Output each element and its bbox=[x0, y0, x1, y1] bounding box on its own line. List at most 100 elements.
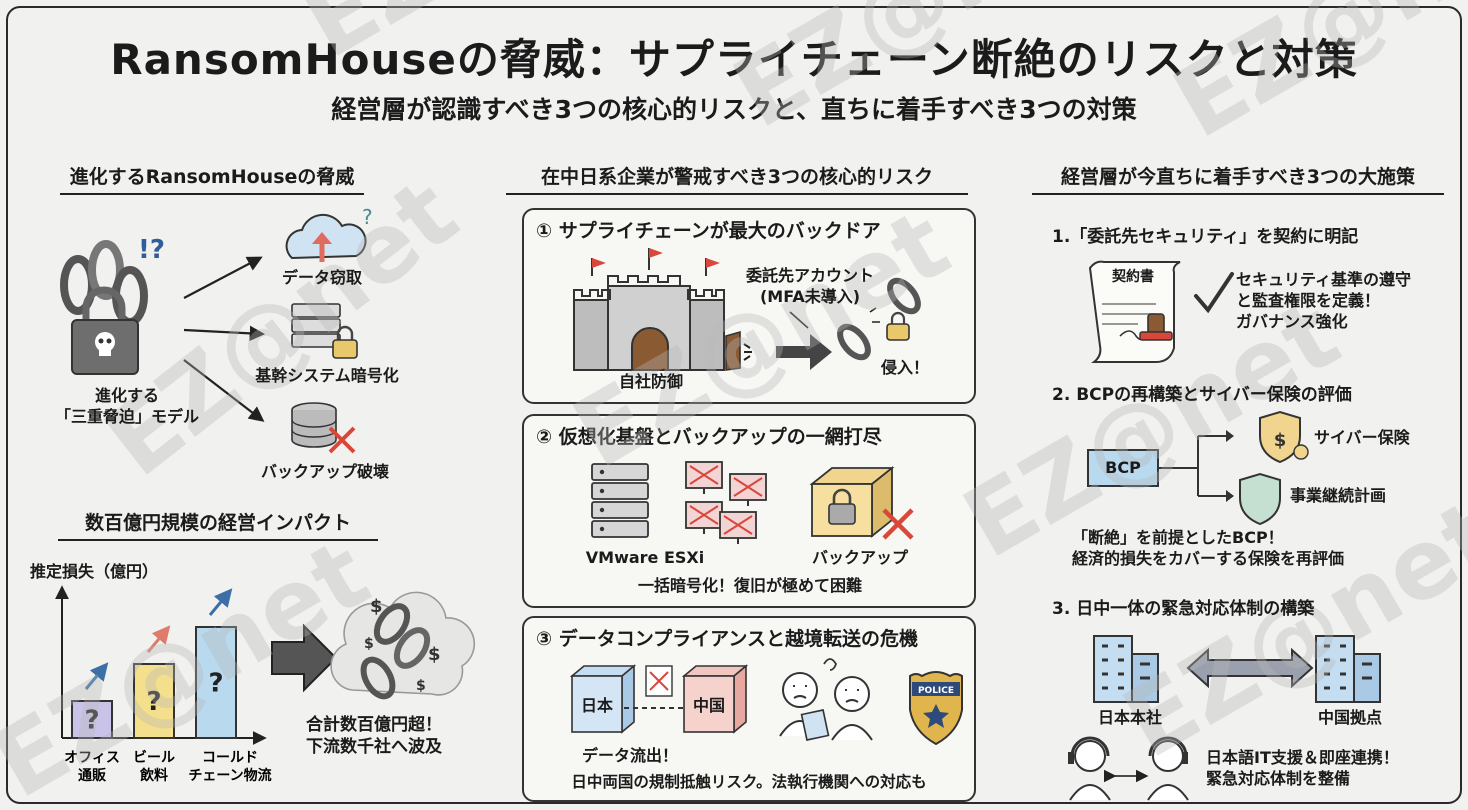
chart-category-label: 飲料 bbox=[139, 767, 168, 784]
measure-1-text: セキュリティ基準の遵守 と監査権限を定義！ ガバナンス強化 bbox=[1236, 270, 1412, 331]
money-cloud-icon: $ $ $ $ bbox=[330, 591, 476, 700]
impact-section-header: 数百億円規模の経営インパクト bbox=[58, 508, 378, 541]
svg-text:?: ? bbox=[362, 205, 373, 229]
arrow-to-backup bbox=[183, 359, 265, 422]
broken-chain-lock-icon bbox=[837, 277, 921, 361]
vmware-esxi-label: VMware ESXi bbox=[585, 548, 705, 567]
contract-label: 契約書 bbox=[1112, 269, 1154, 285]
bidirectional-arrow-icon bbox=[1186, 647, 1314, 689]
door-crack-lines bbox=[743, 343, 752, 361]
server-rack-icon bbox=[591, 463, 649, 538]
leaked-document-icon bbox=[645, 665, 673, 697]
risk-1-title: ① サプライチェーンが最大のバックドア bbox=[536, 220, 881, 242]
svg-text:EZ@net: EZ@net bbox=[1156, 0, 1468, 160]
data-leak-label: データ流出！ bbox=[581, 746, 678, 765]
risk-2-title: ② 仮想化基盤とバックアップの一網打尽 bbox=[536, 426, 882, 448]
chart-category-label: コールド bbox=[202, 750, 258, 766]
page-title: RansomHouseの脅威：サプライチェーン断絶のリスクと対策 bbox=[110, 35, 1358, 84]
impact-total-label: 合計数百億円超！ 下流数千社へ波及 bbox=[306, 715, 442, 758]
risk-3-title: ③ データコンプライアンスと越境転送の危機 bbox=[536, 628, 918, 650]
japan-label: 日本 bbox=[580, 696, 613, 715]
police-badge-icon: POLICE bbox=[909, 671, 963, 746]
regulation-risk-caption: 日中両国の規制抵触リスク。法執行機関への対応も bbox=[571, 773, 927, 791]
chart-category-label: 通販 bbox=[78, 767, 107, 784]
worried-people-icon bbox=[779, 658, 873, 741]
contract-document-icon bbox=[1088, 260, 1181, 363]
insurance-shield-icon: $ bbox=[1259, 410, 1309, 464]
arrow-to-theft bbox=[183, 256, 263, 299]
intrusion-label: 侵入！ bbox=[880, 358, 929, 377]
svg-text:$: $ bbox=[428, 644, 441, 665]
question-mark-icon: !? bbox=[138, 235, 165, 265]
risk-section-header: 在中日系企業が警戒すべき3つの核心的リスク bbox=[506, 162, 968, 195]
china-cube-icon bbox=[681, 664, 749, 734]
chart-category-label: ビール bbox=[133, 750, 175, 766]
police-badge-text: POLICE bbox=[918, 686, 954, 696]
chart-category-label: チェーン物流 bbox=[188, 767, 271, 784]
measure-2-text: 「断絶」を前提としたBCP！ 経済的損失をカバーする保険を再評価 bbox=[1072, 528, 1345, 568]
china-building-icon bbox=[1315, 635, 1381, 703]
cloud-upload-icon: ? bbox=[285, 205, 373, 262]
account-pointer-line bbox=[789, 311, 809, 329]
locked-box-icon bbox=[809, 466, 914, 540]
backup-destruction-label: バックアップ破壊 bbox=[260, 462, 389, 481]
hq-building-icon bbox=[1093, 635, 1159, 703]
svg-text:EZ@net: EZ@net bbox=[286, 0, 698, 80]
chart-bar-label: ? bbox=[84, 706, 99, 736]
bulk-encryption-caption: 一括暗号化！復旧が極めて困難 bbox=[637, 576, 862, 595]
hq-label: 日本本社 bbox=[1097, 708, 1162, 727]
measures-section-header: 経営層が今直ちに着手すべき3つの大施策 bbox=[1032, 162, 1444, 195]
castle-icon bbox=[573, 248, 741, 371]
business-continuity-label: 事業継続計画 bbox=[1290, 486, 1387, 505]
svg-text:$: $ bbox=[416, 678, 426, 694]
big-arrow-icon bbox=[271, 623, 338, 693]
svg-text:EZ@net: EZ@net bbox=[716, 0, 1128, 150]
poster-frame bbox=[6, 6, 1462, 804]
continuity-shield-icon bbox=[1239, 472, 1281, 526]
chart-bar bbox=[71, 700, 113, 739]
bcp-branch-lines bbox=[1158, 435, 1232, 497]
measure-1-title: 1.「委託先セキュリティ」を契約に明記 bbox=[1052, 227, 1359, 247]
measure-3-text: 日本語IT支援＆即座連携！ 緊急対応体制を整備 bbox=[1206, 748, 1399, 788]
check-mark-icon bbox=[1194, 272, 1234, 314]
support-agents-icon bbox=[1068, 736, 1189, 801]
svg-text:$: $ bbox=[370, 596, 383, 617]
page-subtitle: 経営層が認識すべき3つの核心的リスクと、直ちに着手すべき3つの対策 bbox=[331, 95, 1137, 124]
core-encryption-label: 基幹システム暗号化 bbox=[255, 366, 399, 385]
risk-panel-3: ③ データコンプライアンスと越境転送の危機 bbox=[522, 616, 976, 802]
china-label: 中国 bbox=[692, 696, 725, 715]
triple-extortion-label: 進化する 「三重脅迫」モデル bbox=[54, 386, 199, 426]
chart-growth-arrow bbox=[208, 588, 233, 616]
japan-cube-icon bbox=[569, 664, 637, 734]
vendor-account-label: 委託先アカウント (MFA未導入) bbox=[745, 266, 874, 306]
chart-bar-label: ? bbox=[208, 669, 223, 699]
infected-monitors-icon bbox=[685, 461, 767, 544]
chart-category-label: オフィス bbox=[64, 750, 120, 766]
bcp-box bbox=[1087, 449, 1159, 487]
intrusion-arrow-icon bbox=[776, 334, 832, 370]
backup-label: バックアップ bbox=[811, 548, 908, 567]
chart-bar bbox=[133, 663, 175, 739]
own-defense-label: 自社防御 bbox=[618, 372, 683, 391]
svg-text:$: $ bbox=[1274, 430, 1287, 451]
chart-bar-label: ? bbox=[146, 687, 161, 717]
database-broken-icon bbox=[291, 402, 356, 454]
measure-3-title: 3. 日中一体の緊急対応体制の構築 bbox=[1052, 599, 1315, 619]
chart-growth-arrow bbox=[84, 662, 109, 690]
svg-text:$: $ bbox=[364, 636, 374, 652]
data-theft-label: データ窃取 bbox=[281, 268, 362, 287]
measure-2-title: 2. BCPの再構築とサイバー保険の評価 bbox=[1052, 385, 1352, 405]
chart-growth-arrow bbox=[146, 625, 171, 653]
svg-text:EZ@net: EZ@net bbox=[85, 157, 477, 498]
server-lock-icon bbox=[291, 303, 358, 359]
chart-y-label: 推定損失（億円） bbox=[30, 562, 159, 581]
chart-bar bbox=[195, 626, 237, 739]
arrow-to-encryption bbox=[183, 325, 266, 342]
threat-section-header: 進化するRansomHouseの脅威 bbox=[60, 162, 364, 195]
chain-lock-icon bbox=[60, 240, 148, 375]
cyber-insurance-label: サイバー保険 bbox=[1314, 428, 1410, 447]
bcp-label: BCP bbox=[1105, 458, 1141, 477]
svg-text:EZ@net: EZ@net bbox=[1106, 478, 1468, 780]
